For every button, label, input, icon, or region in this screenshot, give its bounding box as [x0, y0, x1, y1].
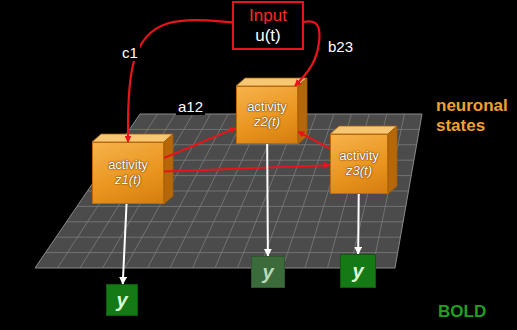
input-box: Inputu(t) — [232, 1, 304, 50]
neuronal-activity-box: activityz3(t) — [330, 134, 388, 194]
connector-arrow — [357, 194, 360, 254]
box-face — [330, 126, 397, 134]
node-text: y — [262, 261, 273, 284]
node-text: z1(t) — [115, 173, 141, 188]
region-label: neuronal states — [434, 96, 517, 135]
neuronal-activity-box: activityz1(t) — [92, 142, 164, 204]
grid-plane — [35, 114, 422, 268]
connector-arrow — [164, 128, 236, 158]
node-text: u(t) — [255, 26, 281, 46]
parameter-label: c1 — [120, 44, 140, 61]
bold-signal-box: y — [251, 256, 285, 288]
grid-line — [56, 237, 400, 238]
node-text: z3(t) — [346, 164, 372, 179]
grid-line — [46, 252, 398, 253]
connector-arrow — [164, 165, 330, 171]
node-text: y — [352, 260, 363, 283]
box-face — [164, 134, 173, 204]
grid-line — [67, 221, 404, 222]
parameter-label: b23 — [326, 38, 355, 55]
bold-signal-box: y — [340, 254, 376, 288]
connector-arrow — [128, 20, 232, 142]
connector-arrow — [266, 144, 269, 256]
node-text: activity — [247, 100, 287, 115]
node-text: Input — [249, 6, 287, 26]
box-face — [92, 134, 173, 142]
connector-arrow — [123, 204, 127, 284]
parameter-label: a12 — [176, 98, 205, 115]
node-text: activity — [108, 158, 148, 173]
signal-label: BOLD — [436, 302, 488, 322]
bold-signal-box: y — [106, 284, 138, 316]
node-text: z2(t) — [254, 115, 280, 130]
neuronal-activity-box: activityz2(t) — [236, 86, 298, 144]
box-face — [388, 126, 397, 194]
node-text: activity — [339, 149, 379, 164]
connector-arrow — [298, 132, 330, 149]
node-text: y — [116, 289, 127, 312]
